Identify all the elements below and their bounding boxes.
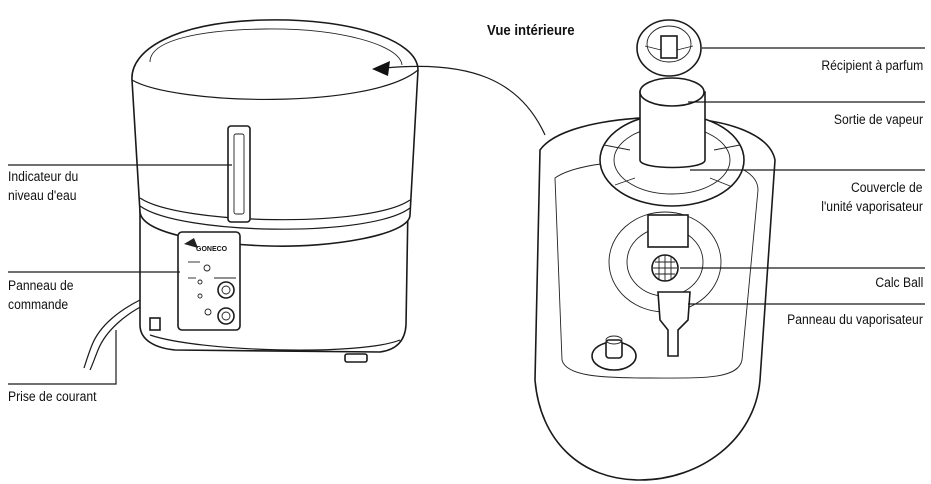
label-control-panel-line1: Panneau de — [8, 278, 74, 293]
control-knob-top — [217, 281, 235, 299]
arrow-head-icon — [372, 61, 390, 76]
perfume-container — [636, 19, 702, 77]
label-water-level-line2: niveau d'eau — [8, 188, 77, 203]
leader-lines-left — [8, 164, 232, 385]
vaporizer-panel — [657, 291, 691, 357]
interior-view-heading: Vue intérieure — [487, 22, 575, 39]
foot — [344, 353, 368, 363]
label-water-level-line1: Indicateur du — [8, 169, 79, 184]
label-steam-outlet: Sortie de vapeur — [833, 112, 923, 127]
view-arrow — [372, 61, 546, 136]
label-cover-line2: l'unité vaporisateur — [821, 199, 923, 214]
humidifier-interior — [534, 19, 776, 481]
indicator-light — [203, 264, 211, 272]
control-knob-bottom — [217, 307, 235, 325]
humidifier-exterior: GONECO — [83, 19, 419, 371]
power-cord — [83, 299, 141, 369]
water-level-window — [227, 125, 251, 223]
label-power-plug: Prise de courant — [8, 389, 97, 404]
label-cover-line1: Couvercle de — [851, 180, 923, 195]
label-control-panel-line2: commande — [8, 297, 69, 312]
steam-outlet-tube — [639, 91, 706, 169]
label-perfume-container: Récipient à parfum — [821, 58, 923, 73]
label-vaporizer-panel: Panneau du vaporisateur — [787, 312, 923, 327]
brand-logo-icon — [184, 238, 198, 248]
interior-body — [534, 116, 776, 481]
leader-lines-right — [680, 47, 925, 305]
control-panel — [177, 231, 241, 331]
label-calc-ball: Calc Ball — [875, 275, 923, 290]
brand-name: GONECO — [196, 246, 228, 253]
